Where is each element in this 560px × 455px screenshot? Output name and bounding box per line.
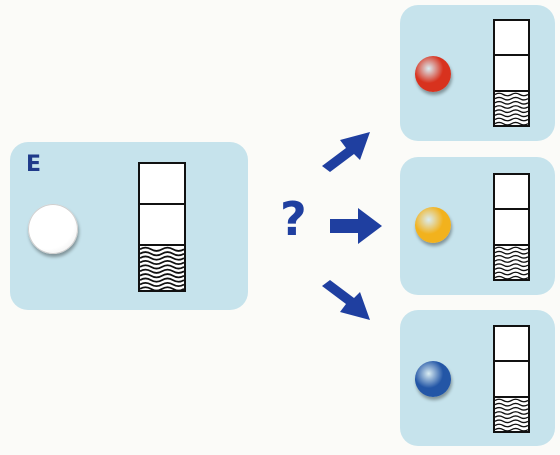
gauge-cell-filled: [495, 246, 528, 279]
gauge-cell-empty: [140, 205, 184, 246]
arrow-up-right-icon: [322, 132, 370, 172]
gauge-cell-empty: [495, 362, 528, 398]
yellow-token: [415, 207, 451, 243]
level-gauge: [493, 173, 530, 281]
card-label: E: [26, 152, 42, 177]
gauge-cell-empty: [495, 327, 528, 363]
option-card-blue[interactable]: [400, 310, 555, 446]
source-card-e: E: [10, 142, 248, 310]
question-mark-icon: ?: [280, 192, 307, 246]
option-card-yellow[interactable]: [400, 157, 555, 295]
blue-token: [415, 361, 451, 397]
red-token: [415, 56, 451, 92]
gauge-cell-filled: [495, 398, 528, 431]
option-card-red[interactable]: [400, 5, 555, 141]
gauge-cell-empty: [140, 164, 184, 205]
gauge-cell-filled: [495, 92, 528, 125]
level-gauge: [493, 19, 530, 127]
arrow-right-icon: [330, 208, 382, 244]
level-gauge: [138, 162, 186, 292]
level-gauge: [493, 325, 530, 433]
gauge-cell-empty: [495, 56, 528, 92]
gauge-cell-filled: [140, 246, 184, 290]
gauge-cell-empty: [495, 175, 528, 211]
gauge-cell-empty: [495, 21, 528, 57]
arrow-down-right-icon: [322, 280, 370, 320]
gauge-cell-empty: [495, 210, 528, 246]
white-token: [28, 204, 78, 254]
